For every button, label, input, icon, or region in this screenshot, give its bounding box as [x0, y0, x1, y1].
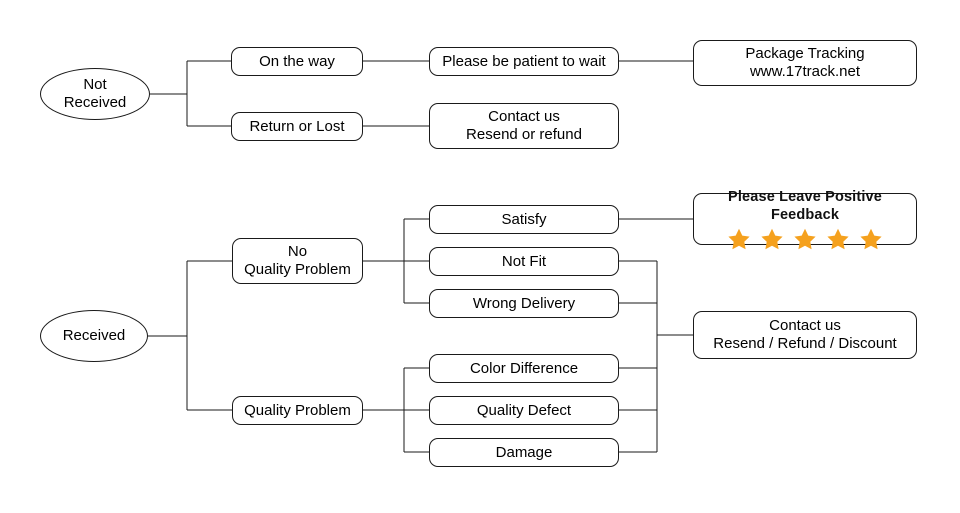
node-contact-us-resend-refund-label: Contact us Resend or refund	[466, 108, 582, 143]
node-quality-defect[interactable]: Quality Defect	[429, 396, 619, 425]
node-no-quality-problem-label: No Quality Problem	[244, 243, 351, 278]
node-satisfy-label: Satisfy	[501, 210, 547, 228]
star-icon	[860, 228, 882, 249]
node-on-the-way-label: On the way	[259, 52, 335, 70]
node-positive-feedback[interactable]: Please Leave Positive Feedback	[693, 189, 917, 249]
node-positive-feedback-label: Please Leave Positive Feedback	[728, 189, 882, 223]
node-quality-problem-label: Quality Problem	[244, 401, 351, 419]
node-return-or-lost[interactable]: Return or Lost	[231, 112, 363, 141]
star-icon	[761, 228, 783, 249]
node-no-quality-problem[interactable]: No Quality Problem	[232, 238, 363, 284]
star-rating[interactable]	[727, 227, 883, 251]
node-not-fit[interactable]: Not Fit	[429, 247, 619, 276]
node-quality-problem[interactable]: Quality Problem	[232, 396, 363, 425]
node-damage-label: Damage	[495, 443, 553, 461]
star-icon	[794, 228, 816, 249]
node-not-received[interactable]: Not Received	[40, 68, 150, 120]
node-received[interactable]: Received	[40, 310, 148, 362]
node-wrong-delivery-label: Wrong Delivery	[472, 294, 576, 312]
node-color-difference-label: Color Difference	[469, 359, 579, 377]
node-quality-defect-label: Quality Defect	[476, 401, 572, 419]
node-not-received-label: Not Received	[63, 76, 127, 111]
node-satisfy[interactable]: Satisfy	[429, 205, 619, 234]
node-on-the-way[interactable]: On the way	[231, 47, 363, 76]
node-contact-us-resend-refund-discount[interactable]: Contact us Resend / Refund / Discount	[693, 311, 917, 359]
node-wrong-delivery[interactable]: Wrong Delivery	[429, 289, 619, 318]
star-icon	[728, 228, 750, 249]
node-color-difference[interactable]: Color Difference	[429, 354, 619, 383]
node-damage[interactable]: Damage	[429, 438, 619, 467]
node-please-be-patient-label: Please be patient to wait	[442, 52, 606, 70]
node-please-be-patient[interactable]: Please be patient to wait	[429, 47, 619, 76]
node-package-tracking[interactable]: Package Tracking www.17track.net	[693, 40, 917, 86]
node-contact-us-resend-refund-discount-label: Contact us Resend / Refund / Discount	[713, 317, 897, 352]
node-package-tracking-label: Package Tracking www.17track.net	[745, 45, 865, 80]
node-received-label: Received	[62, 327, 126, 345]
star-icon	[827, 228, 849, 249]
node-return-or-lost-label: Return or Lost	[249, 117, 345, 135]
node-contact-us-resend-refund[interactable]: Contact us Resend or refund	[429, 103, 619, 149]
node-not-fit-label: Not Fit	[501, 252, 547, 270]
